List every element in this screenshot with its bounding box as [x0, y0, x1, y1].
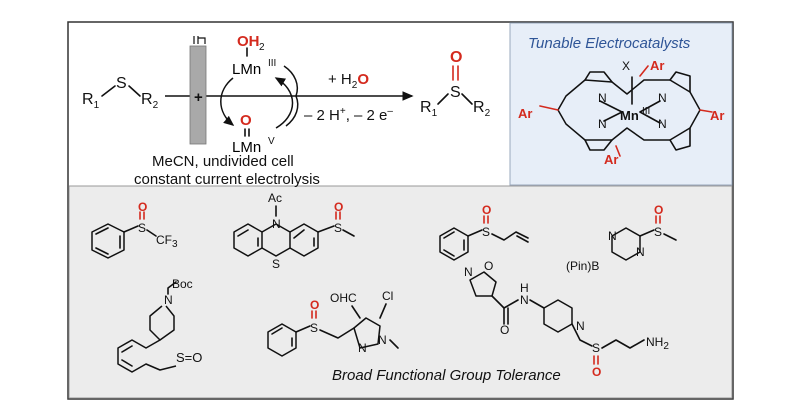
svg-text:R2: R2	[473, 99, 491, 119]
catalyst-panel-title: Tunable Electrocatalysts	[528, 35, 691, 52]
svg-text:Cl: Cl	[382, 289, 393, 303]
svg-text:O: O	[482, 203, 491, 217]
svg-text:S=O: S=O	[176, 350, 202, 365]
svg-text:O: O	[500, 323, 509, 337]
svg-text:N: N	[464, 265, 473, 279]
substrate-allyl-sulfoxide: S O	[439, 203, 529, 261]
svg-text:S: S	[482, 225, 490, 239]
svg-text:S: S	[450, 84, 461, 101]
svg-text:N: N	[636, 245, 645, 259]
substrate-pyrimidine-sulfoxide: N N S O (Pin)B	[566, 203, 677, 273]
byproducts: – 2 H+, – 2 e–	[304, 106, 393, 124]
svg-text:NH2: NH2	[646, 335, 669, 352]
substrate-spiro-sulfoxide: Boc N S=O	[117, 277, 202, 373]
svg-text:N: N	[164, 293, 173, 307]
catalytic-cycle: OH ​ 2 LMn III O LMn V	[220, 33, 299, 156]
svg-text:V: V	[268, 136, 275, 147]
svg-text:R2: R2	[141, 91, 159, 111]
svg-text:Ar: Ar	[710, 108, 724, 123]
svg-text:CF3: CF3	[156, 233, 178, 250]
svg-text:Ar: Ar	[604, 152, 618, 167]
svg-text:S: S	[334, 221, 342, 235]
svg-text:O: O	[654, 203, 663, 217]
svg-text:N: N	[358, 341, 367, 355]
svg-text:OH: OH	[237, 33, 260, 50]
substrate-sulfide: R1 S R2	[82, 75, 159, 111]
svg-text:O: O	[310, 298, 319, 312]
svg-text:R1: R1	[420, 99, 438, 119]
svg-text:Ar: Ar	[650, 58, 664, 73]
svg-text:Mn: Mn	[620, 108, 639, 123]
svg-text:H: H	[520, 281, 529, 295]
svg-text:OHC: OHC	[330, 291, 357, 305]
conditions-line-2: constant current electrolysis	[134, 171, 320, 188]
svg-text:S: S	[592, 341, 600, 355]
svg-text:Boc: Boc	[172, 277, 193, 291]
substrate-isoxazole-sulfoxide: N O O N H N S O NH2	[464, 259, 669, 379]
svg-text:N: N	[272, 217, 281, 231]
svg-text:N: N	[658, 117, 667, 131]
svg-text:N: N	[520, 293, 529, 307]
svg-text:LMn: LMn	[232, 61, 261, 78]
svg-text:N: N	[378, 333, 387, 347]
reagent-water: + H2O	[328, 71, 369, 91]
substrate-pyrazole-sulfoxide: S O N N OHC Cl	[267, 289, 399, 357]
svg-text:N: N	[608, 229, 617, 243]
product-sulfoxide: O S R1 R2	[420, 49, 491, 119]
catalyst-panel	[509, 22, 733, 186]
svg-text:O: O	[484, 259, 493, 273]
svg-text:O: O	[334, 200, 343, 214]
svg-text:O: O	[138, 200, 147, 214]
svg-text:O: O	[240, 112, 252, 129]
svg-text:S: S	[138, 221, 146, 235]
svg-text:III: III	[268, 58, 276, 69]
svg-text:R1: R1	[82, 91, 100, 111]
svg-text:+: +	[194, 89, 203, 106]
svg-text:(Pin)B: (Pin)B	[566, 259, 599, 273]
svg-text:N: N	[598, 117, 607, 131]
scope-caption: Broad Functional Group Tolerance	[332, 367, 561, 384]
svg-text:N: N	[658, 91, 667, 105]
svg-text:S: S	[310, 321, 318, 335]
svg-text:N: N	[598, 91, 607, 105]
svg-text:X: X	[622, 59, 630, 73]
svg-text:S: S	[272, 257, 280, 271]
svg-text:LMn: LMn	[232, 139, 261, 156]
svg-text:N: N	[576, 319, 585, 333]
svg-text:S: S	[116, 75, 127, 92]
svg-text:2: 2	[259, 42, 265, 53]
conditions-line-1: MeCN, undivided cell	[152, 153, 294, 170]
scope-panel	[68, 185, 733, 399]
porphyrin-structure: N N N N X Mn III Ar Ar Ar Ar	[518, 58, 724, 167]
substrate-phenothiazine-sulfoxide: N S Ac S O	[233, 191, 355, 271]
substrate-trifluoromethyl-sulfoxide: S O CF3	[91, 200, 178, 259]
svg-text:III: III	[642, 106, 650, 117]
svg-text:O: O	[450, 49, 462, 66]
svg-text:Ac: Ac	[268, 191, 282, 205]
electrode: +	[189, 36, 207, 145]
svg-text:S: S	[654, 225, 662, 239]
svg-text:Ar: Ar	[518, 106, 532, 121]
svg-text:O: O	[592, 365, 601, 379]
